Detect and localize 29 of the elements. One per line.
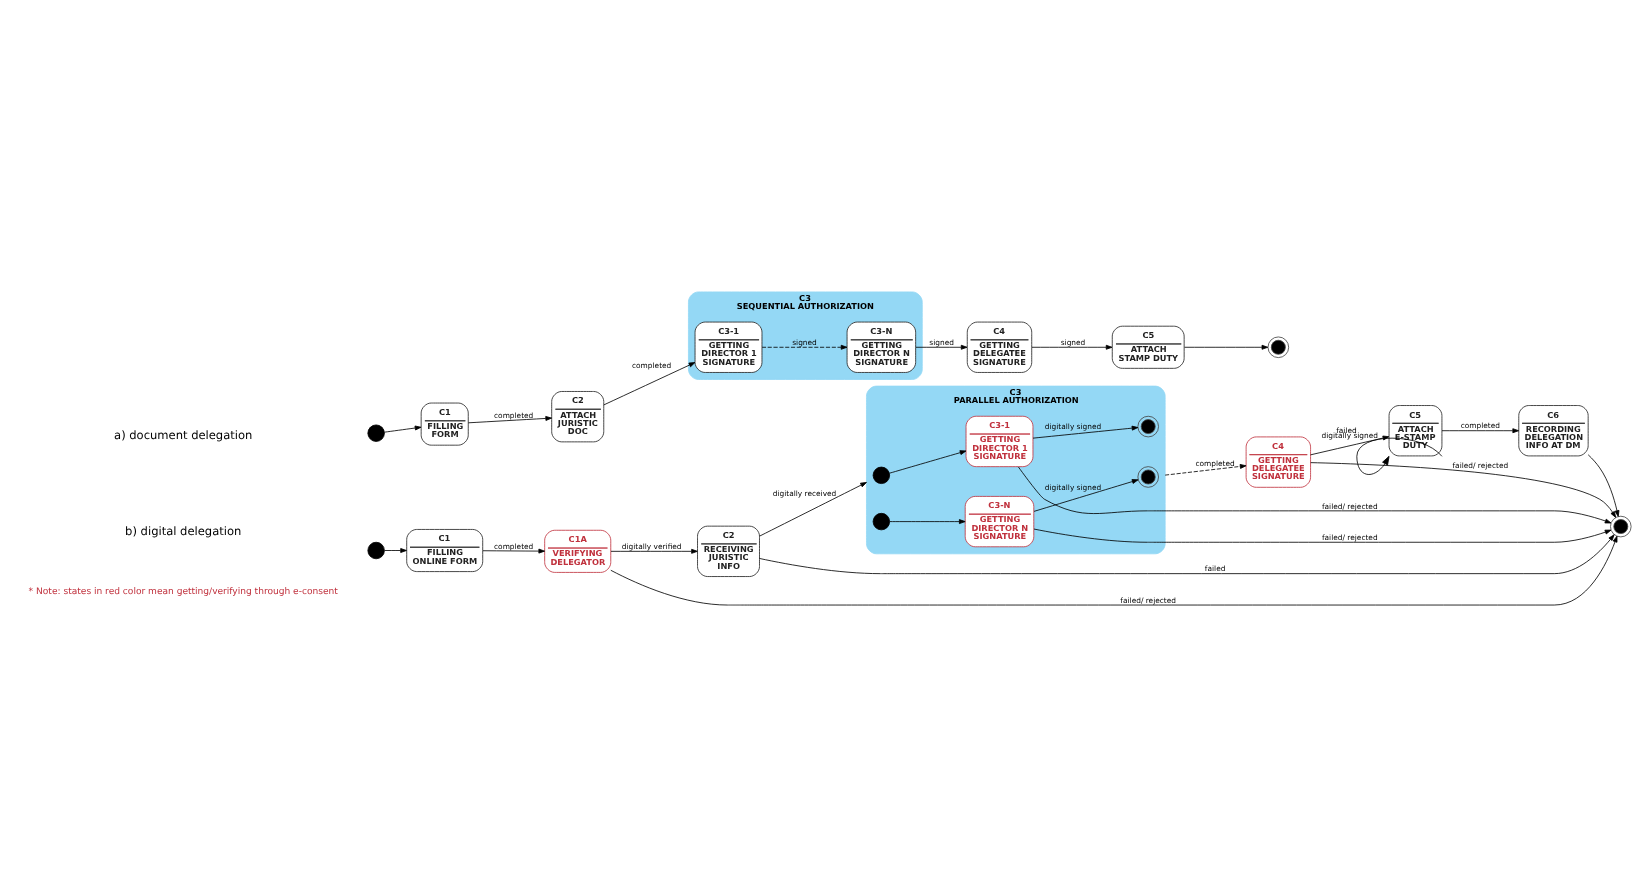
arrow [1310, 462, 1617, 518]
arrow [1587, 454, 1620, 517]
arrow [468, 416, 552, 424]
arrow [1356, 437, 1443, 475]
arrow [610, 548, 698, 554]
arrow [1031, 344, 1113, 350]
node-circle [367, 541, 385, 560]
arrow [1310, 435, 1390, 456]
arrow [1184, 344, 1269, 350]
arrow [759, 481, 867, 537]
arrow [889, 450, 967, 474]
arrow [889, 519, 966, 525]
node-circle [872, 512, 891, 531]
arrow [610, 535, 1618, 606]
arrow [1441, 428, 1520, 434]
arrow [383, 425, 422, 433]
arrow [603, 362, 696, 406]
arrow [1033, 479, 1139, 512]
node-circle [872, 466, 891, 484]
arrow [1164, 464, 1247, 476]
arrow [759, 534, 1615, 575]
arrow [1032, 425, 1139, 439]
arrow [482, 548, 546, 554]
arrow [1033, 528, 1612, 543]
arrow [915, 344, 968, 350]
node-circle [367, 424, 385, 442]
arrow [384, 548, 407, 553]
arrow [761, 344, 848, 350]
arrow [1017, 466, 1612, 524]
